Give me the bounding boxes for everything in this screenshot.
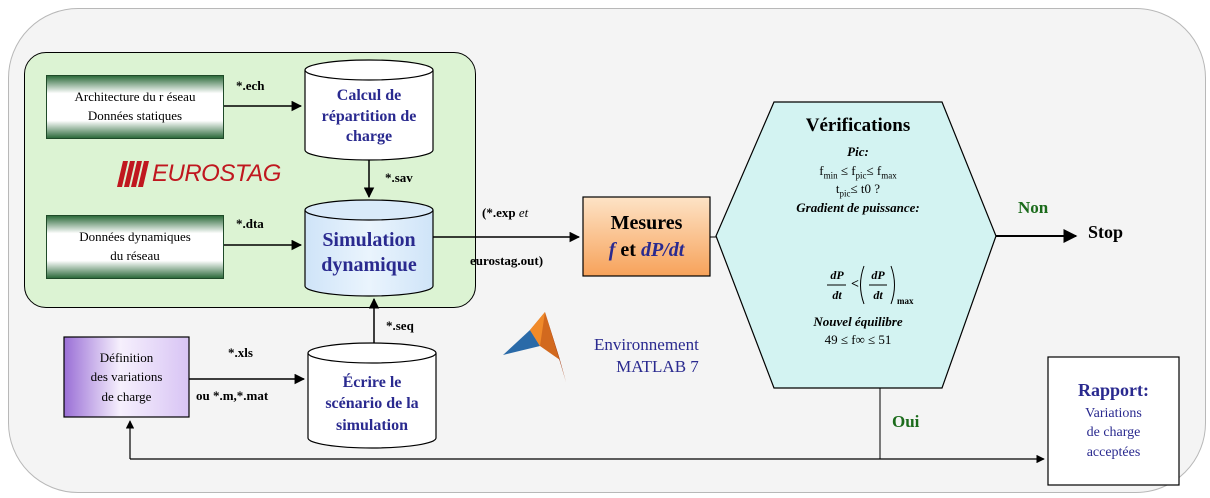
matlab-label: Environnement MATLAB 7 bbox=[594, 334, 699, 378]
stop-label: Stop bbox=[1088, 222, 1124, 242]
rapport-box-bg bbox=[1047, 356, 1180, 486]
label-oui: Oui bbox=[892, 412, 920, 431]
formula-dp-left: dP bbox=[830, 268, 844, 282]
verifications-content-2: Nouvel équilibre 49 ≤ f∞ ≤ 51 bbox=[780, 314, 936, 348]
donnees-line1: Données dynamiques bbox=[79, 229, 191, 245]
verif-nouvel: Nouvel équilibre bbox=[813, 314, 903, 329]
calcul-text: Calcul de répartition de charge bbox=[305, 80, 433, 154]
formula-max: max bbox=[897, 296, 914, 306]
rapport-title: Rapport: bbox=[1078, 379, 1149, 400]
verif-cond3: 49 ≤ f∞ ≤ 51 bbox=[824, 332, 892, 347]
mesures-et: et bbox=[620, 238, 636, 261]
simulation-line2: dynamique bbox=[321, 254, 417, 276]
paren-left bbox=[860, 265, 865, 305]
eurostag-logo-mark bbox=[117, 161, 149, 187]
formula-dp-right: dP bbox=[871, 268, 885, 282]
definition-box: Définition des variations de charge bbox=[64, 337, 189, 417]
donnees-line2: du réseau bbox=[110, 248, 160, 263]
calcul-cylinder bbox=[304, 59, 434, 161]
mesures-box: Mesures f et dP/dt bbox=[583, 197, 710, 276]
rapport-line2: de charge bbox=[1086, 425, 1141, 441]
simulation-text: Simulation dynamique bbox=[305, 222, 433, 284]
verif-cond2: tpic≤ t0 ? bbox=[835, 180, 881, 199]
verif-pic: Pic: bbox=[847, 144, 869, 159]
formula-dt-right: dt bbox=[873, 288, 883, 302]
calcul-line3: charge bbox=[345, 128, 393, 146]
verifications-content: Vérifications Pic: fmin ≤ fpic≤ fmax tpi… bbox=[780, 115, 936, 216]
label-eurostag-out: eurostag.out) bbox=[470, 253, 544, 268]
rapport-box: Rapport: Variations de charge acceptées bbox=[1048, 357, 1179, 485]
architecture-line1: Architecture du r éseau bbox=[74, 89, 196, 105]
label-dta: *.dta bbox=[236, 216, 264, 231]
ecrire-line1: Écrire le bbox=[342, 373, 402, 391]
ecrire-text: Écrire le scénario de la simulation bbox=[308, 366, 436, 442]
label-sav: *.sav bbox=[385, 170, 413, 185]
mesures-f: f bbox=[608, 238, 616, 261]
ecrire-line3: simulation bbox=[335, 416, 408, 434]
simulation-cylinder bbox=[304, 199, 434, 297]
definition-line3: de charge bbox=[101, 388, 152, 404]
label-exp-et: et bbox=[518, 205, 529, 220]
definition-line2: des variations bbox=[90, 369, 163, 385]
verifications-title: Vérifications bbox=[805, 115, 911, 136]
donnees-dynamiques-box: Données dynamiques du réseau bbox=[46, 215, 224, 279]
ecrire-cylinder bbox=[307, 342, 437, 449]
definition-line1: Définition bbox=[99, 349, 154, 365]
formula-dt-left: dt bbox=[832, 288, 842, 302]
matlab-logo-icon bbox=[503, 312, 566, 382]
label-exp-main: (*.exp bbox=[482, 205, 516, 220]
rapport-line3: acceptées bbox=[1086, 444, 1141, 460]
label-xls: *.xls bbox=[228, 345, 253, 360]
label-non: Non bbox=[1018, 198, 1049, 217]
verif-cond1: fmin ≤ fpic≤ fmax bbox=[819, 163, 897, 181]
verifications-hexagon bbox=[715, 101, 997, 389]
matlab-line2: MATLAB 7 bbox=[616, 357, 699, 377]
architecture-line2: Données statiques bbox=[87, 108, 183, 123]
label-m-mat: ou *.m,*.mat bbox=[196, 388, 269, 403]
label-ech: *.ech bbox=[236, 78, 265, 93]
architecture-box: Architecture du r éseau Données statique… bbox=[46, 75, 224, 139]
mesures-dpdt: dP/dt bbox=[640, 238, 685, 261]
rapport-line1: Variations bbox=[1085, 405, 1142, 421]
definition-box-bg bbox=[63, 336, 190, 418]
verif-gradient: Gradient de puissance: bbox=[796, 200, 920, 216]
calcul-line2: répartition de bbox=[321, 107, 417, 125]
label-seq: *.seq bbox=[386, 318, 414, 333]
matlab-line1: Environnement bbox=[594, 335, 699, 354]
eurostag-logo-text: EUROSTAG bbox=[152, 160, 281, 187]
paren-right bbox=[890, 265, 895, 305]
simulation-line1: Simulation bbox=[322, 229, 416, 251]
mesures-box-bg bbox=[582, 196, 711, 277]
mesures-line1: Mesures bbox=[610, 211, 683, 234]
label-exp: (*.exp et bbox=[482, 205, 528, 221]
ecrire-line2: scénario de la bbox=[325, 395, 419, 413]
formula-lt: < bbox=[851, 277, 859, 292]
calcul-line1: Calcul de bbox=[336, 86, 402, 104]
